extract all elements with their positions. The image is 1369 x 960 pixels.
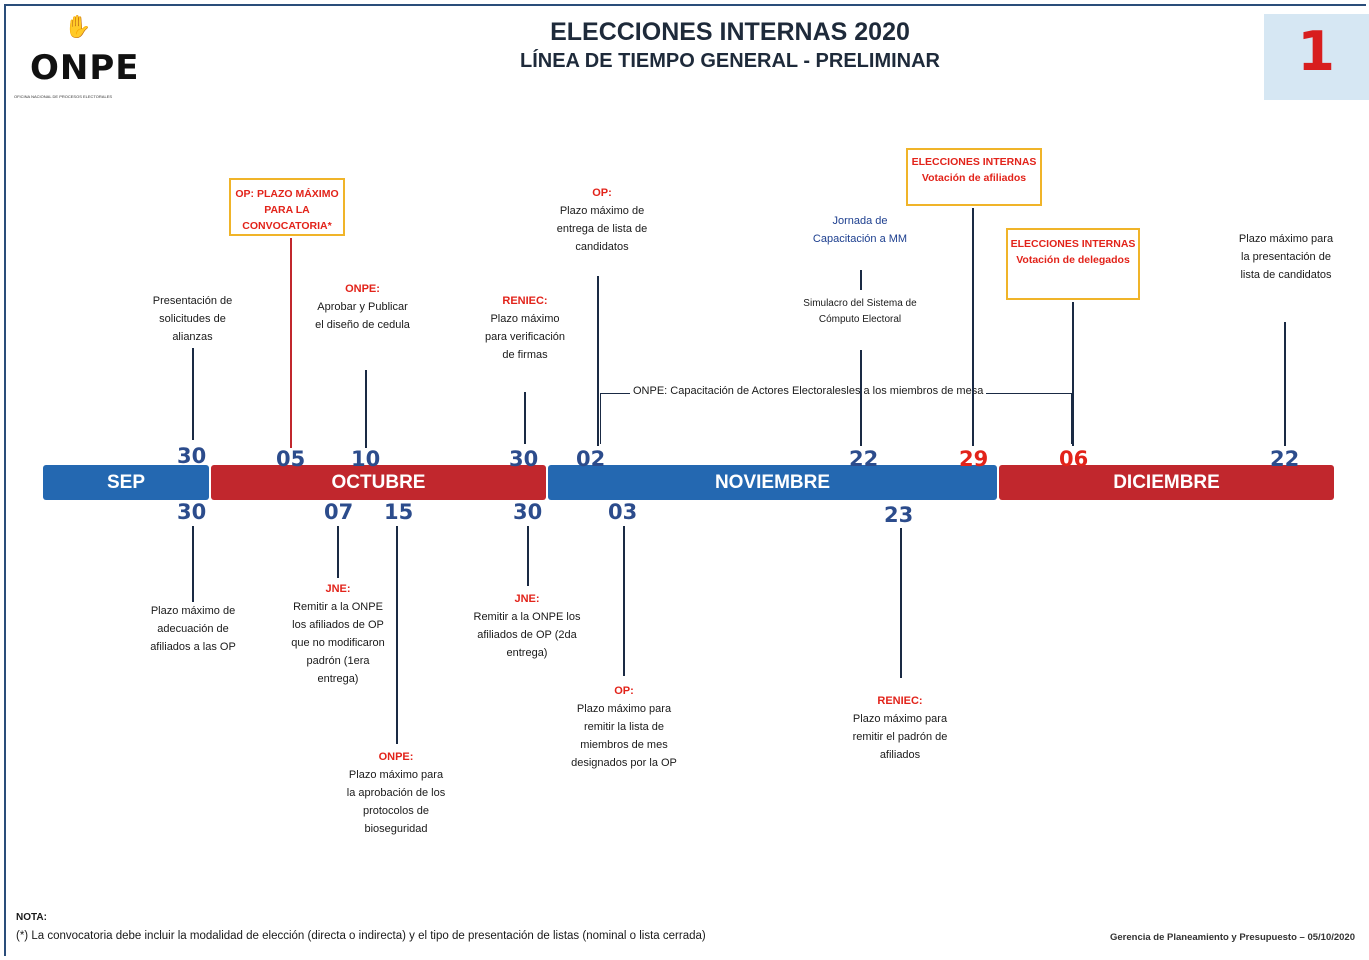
day-dic06: 06 bbox=[1059, 447, 1089, 471]
event-oct10-body: Aprobar y Publicar el diseño de cedula bbox=[315, 301, 410, 331]
day-nov23: 23 bbox=[884, 503, 914, 527]
event-oct30-top-text: RENIEC: Plazo máximo para verificación d… bbox=[482, 292, 568, 364]
note-title: NOTA: bbox=[16, 912, 47, 923]
month-bar-noviembre: NOVIEMBRE bbox=[548, 465, 997, 500]
event-nov29-box: ELECCIONES INTERNAS Votación de afiliado… bbox=[906, 148, 1042, 206]
connector-dic06 bbox=[1072, 302, 1074, 446]
event-nov22-training-text: Jornada de Capacitación a MM bbox=[812, 215, 908, 245]
frame-border-left bbox=[4, 4, 6, 956]
connector-nov29 bbox=[972, 208, 974, 446]
event-oct15-body: Plazo máximo para la aprobación de los p… bbox=[346, 769, 446, 835]
day-oct07: 07 bbox=[324, 500, 354, 524]
connector-nov23 bbox=[900, 528, 902, 678]
day-oct30-top: 30 bbox=[509, 447, 539, 471]
connector-oct30-bottom bbox=[527, 526, 529, 586]
event-oct30b-header: JNE: bbox=[514, 593, 540, 605]
day-oct10: 10 bbox=[351, 447, 381, 471]
connector-oct07 bbox=[337, 526, 339, 578]
event-nov02-body: Plazo máximo de entrega de lista de cand… bbox=[556, 205, 648, 253]
page-title: ELECCIONES INTERNAS 2020 bbox=[550, 18, 910, 46]
day-nov03: 03 bbox=[608, 500, 638, 524]
connector-dic22 bbox=[1284, 322, 1286, 446]
training-bracket bbox=[600, 393, 1072, 444]
event-oct15-header: ONPE: bbox=[378, 751, 414, 763]
day-dic22: 22 bbox=[1270, 447, 1300, 471]
connector-sep30-top bbox=[192, 348, 194, 440]
connector-oct15 bbox=[396, 526, 398, 744]
logo-subtext: OFICINA NACIONAL DE PROCESOS ELECTORALES bbox=[14, 94, 113, 99]
day-nov22: 22 bbox=[849, 447, 879, 471]
event-nov03-text: OP: Plazo máximo para remitir la lista d… bbox=[568, 682, 680, 772]
event-nov02-top-text: OP: Plazo máximo de entrega de lista de … bbox=[550, 184, 654, 256]
connector-oct30-top bbox=[524, 392, 526, 444]
month-bar-diciembre: DICIEMBRE bbox=[999, 465, 1334, 500]
event-nov23-text: RENIEC: Plazo máximo para remitir el pad… bbox=[850, 692, 950, 764]
frame-border-top bbox=[4, 4, 1366, 6]
connector-sep30-bottom bbox=[192, 526, 194, 602]
connector-nov03 bbox=[623, 526, 625, 676]
event-nov23-header: RENIEC: bbox=[877, 695, 923, 707]
connector-oct10 bbox=[365, 370, 367, 448]
event-sep30-top-text: Presentación de solicitudes de alianzas bbox=[152, 295, 233, 343]
day-sep30-top: 30 bbox=[177, 444, 207, 468]
event-oct07-header: JNE: bbox=[325, 583, 351, 595]
event-sep30-bottom-text: Plazo máximo de adecuación de afiliados … bbox=[150, 605, 236, 653]
event-oct15-text: ONPE: Plazo máximo para la aprobación de… bbox=[346, 748, 446, 838]
page-number: 1 bbox=[1297, 20, 1335, 83]
day-oct30-bottom: 30 bbox=[513, 500, 543, 524]
event-oct30-header: RENIEC: bbox=[502, 295, 548, 307]
event-oct07-body: Remitir a la ONPE los afiliados de OP qu… bbox=[291, 601, 385, 685]
event-nov22-simulacro-text: Simulacro del Sistema de Cómputo Elector… bbox=[803, 298, 917, 325]
page-number-box: 1 bbox=[1264, 14, 1369, 100]
event-nov03-body: Plazo máximo para remitir la lista de mi… bbox=[571, 703, 677, 769]
event-nov02-header: OP: bbox=[592, 187, 612, 199]
month-bar-octubre: OCTUBRE bbox=[211, 465, 546, 500]
event-dic22-top-text: Plazo máximo para la presentación de lis… bbox=[1238, 233, 1334, 281]
event-nov23-body: Plazo máximo para remitir el padrón de a… bbox=[852, 713, 948, 761]
event-nov03-header: OP: bbox=[614, 685, 634, 697]
event-oct30-body: Plazo máximo para verificación de firmas bbox=[484, 313, 566, 361]
connector-nov02 bbox=[597, 276, 599, 446]
event-oct30-bottom-text: JNE: Remitir a la ONPE los afiliados de … bbox=[470, 590, 584, 662]
onpe-logo: ✋ ONPE OFICINA NACIONAL DE PROCESOS ELEC… bbox=[14, 14, 154, 102]
event-dic06-box: ELECCIONES INTERNAS Votación de delegado… bbox=[1006, 228, 1140, 300]
day-nov02: 02 bbox=[576, 447, 606, 471]
event-oct10-header: ONPE: bbox=[345, 283, 380, 295]
page-subtitle: LÍNEA DE TIEMPO GENERAL - PRELIMINAR bbox=[519, 50, 941, 72]
connector-oct05 bbox=[290, 238, 292, 448]
event-oct05-box: OP: PLAZO MÁXIMO PARA LA CONVOCATORIA* bbox=[229, 178, 345, 236]
day-sep30-bottom: 30 bbox=[177, 500, 207, 524]
day-oct15: 15 bbox=[384, 500, 414, 524]
event-oct10-top-text: ONPE: Aprobar y Publicar el diseño de ce… bbox=[315, 280, 410, 334]
event-oct07-text: JNE: Remitir a la ONPE los afiliados de … bbox=[290, 580, 386, 688]
day-nov29: 29 bbox=[959, 447, 989, 471]
day-oct05: 05 bbox=[276, 447, 306, 471]
note-text: (*) La convocatoria debe incluir la moda… bbox=[16, 930, 706, 942]
month-bar-sep: SEP bbox=[43, 465, 209, 500]
footer-credit: Gerencia de Planeamiento y Presupuesto –… bbox=[1109, 932, 1355, 943]
hand-icon: ✋ bbox=[64, 14, 92, 39]
connector-nov22-upper bbox=[860, 270, 862, 290]
training-bracket-label: ONPE: Capacitación de Actores Electorale… bbox=[630, 385, 987, 397]
logo-text: ONPE bbox=[30, 48, 140, 88]
connector-nov22 bbox=[860, 350, 862, 446]
event-oct30b-body: Remitir a la ONPE los afiliados de OP (2… bbox=[473, 611, 581, 659]
